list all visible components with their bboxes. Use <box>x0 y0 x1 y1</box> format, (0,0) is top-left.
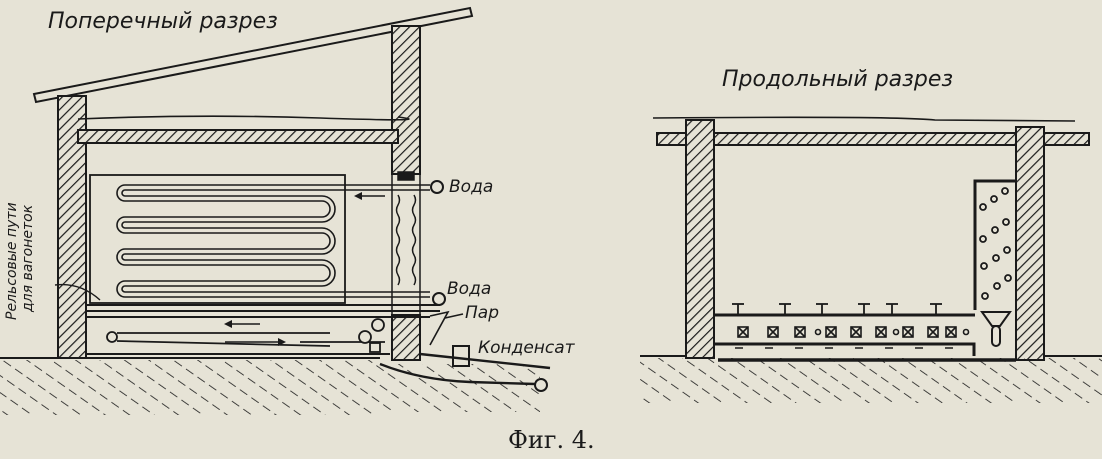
rails-pointer <box>54 283 101 301</box>
ground-hatch <box>0 360 380 415</box>
right-wall-lower <box>391 314 421 361</box>
roof-line <box>652 116 1076 122</box>
flow-arrow-left <box>224 320 260 328</box>
rails-label: Рельсовые пути для вагонеток <box>4 202 36 320</box>
condensate-trap <box>452 345 470 367</box>
pipe-boxes <box>737 326 970 338</box>
flow-arrow-right <box>225 338 286 346</box>
water-inlet-top <box>430 180 444 194</box>
ceiling-slab <box>656 132 1090 146</box>
ceiling-slab <box>77 129 399 144</box>
label-rails-line1: Рельсовые пути <box>4 202 20 320</box>
left-wall <box>685 119 715 359</box>
cross-section: Поперечный разрез <box>0 6 576 415</box>
drying-wagon <box>89 174 346 304</box>
label-water-top: Вода <box>449 177 493 197</box>
wall-channel <box>391 171 421 315</box>
flow-arrow-top <box>354 192 385 200</box>
roof-slab <box>32 6 474 104</box>
vertical-duct <box>973 179 1016 310</box>
steam-pipe <box>429 310 450 346</box>
longitudinal-section: Продольный разрез <box>640 67 1102 403</box>
longitudinal-section-title: Продольный разрез <box>722 67 953 92</box>
water-inlet-bottom <box>432 292 446 306</box>
steam-leader <box>444 313 464 319</box>
label-rails-line2: для вагонеток <box>20 204 36 313</box>
label-steam: Пар <box>465 303 499 323</box>
figure-caption: Фиг. 4. <box>508 426 595 454</box>
rail-posts <box>732 303 942 314</box>
funnel-drain <box>980 311 1012 347</box>
insulation-line <box>77 115 410 121</box>
right-wall <box>1015 126 1045 361</box>
lower-channel <box>714 342 976 356</box>
ground-hatch <box>640 358 1102 403</box>
steam-header <box>106 318 385 353</box>
label-water-bottom: Вода <box>447 279 491 299</box>
heating-coil <box>116 184 430 298</box>
rail-pipes <box>86 304 440 355</box>
label-condensate: Конденсат <box>478 338 576 358</box>
cross-section-title: Поперечный разрез <box>48 9 278 34</box>
right-wall-upper <box>391 25 421 175</box>
duct-holes <box>979 187 1012 300</box>
ground-hatch-right <box>380 364 540 412</box>
